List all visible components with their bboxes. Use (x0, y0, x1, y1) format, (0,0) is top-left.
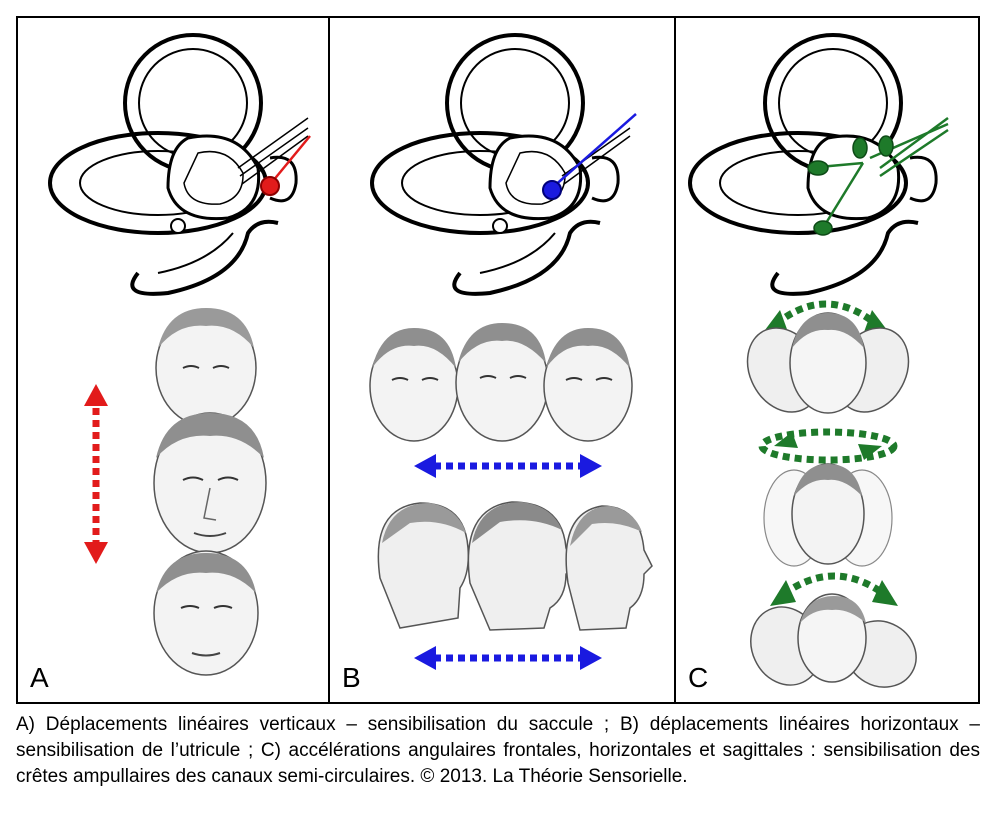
head-group-frontal-tilt (746, 312, 910, 414)
head-front-bottom (153, 550, 259, 676)
vertical-motion-arrow (84, 384, 108, 564)
panel-b: B (330, 18, 674, 702)
head-group-sagittal-tilt (750, 593, 917, 688)
panel-b-label: B (342, 662, 361, 693)
head-frontal-center (455, 323, 549, 442)
inner-ear-diagram (48, 33, 311, 296)
panel-c-drawing (688, 33, 949, 688)
panel-c-label: C (688, 662, 709, 693)
head-frontal-left (369, 328, 459, 442)
figure-caption: A) Déplacements linéaires verticaux – se… (16, 714, 980, 787)
horizontal-rotation-arrow (758, 428, 898, 464)
panel-a-drawing (48, 33, 311, 676)
head-profile-right (565, 505, 653, 631)
head-front-top (155, 308, 257, 427)
inner-ear-diagram (370, 33, 637, 296)
panel-a: A (18, 18, 328, 702)
horizontal-motion-arrow-bottom (414, 646, 602, 670)
head-profile-left (377, 502, 470, 629)
panel-a-label: A (30, 662, 49, 693)
figure-frame: A (16, 16, 980, 704)
ampullae-highlight (807, 116, 949, 236)
sagittal-rotation-arrow (770, 572, 898, 606)
head-row-profile (377, 501, 653, 631)
head-frontal-right (543, 328, 633, 442)
head-group-horizontal-turn (763, 463, 893, 567)
panel-c: C (676, 18, 978, 702)
head-stack-vertical (153, 308, 267, 676)
horizontal-motion-arrow-top (414, 454, 602, 478)
panel-divider-ab (328, 18, 330, 702)
head-front-middle (153, 412, 267, 554)
saccule-highlight (260, 176, 280, 196)
panel-divider-bc (674, 18, 676, 702)
panel-b-drawing (369, 33, 653, 670)
head-row-frontal (369, 323, 633, 442)
inner-ear-diagram (688, 33, 949, 296)
utricle-highlight (542, 180, 562, 200)
head-profile-center (467, 501, 575, 631)
utricle-nerve-highlight (551, 113, 637, 189)
